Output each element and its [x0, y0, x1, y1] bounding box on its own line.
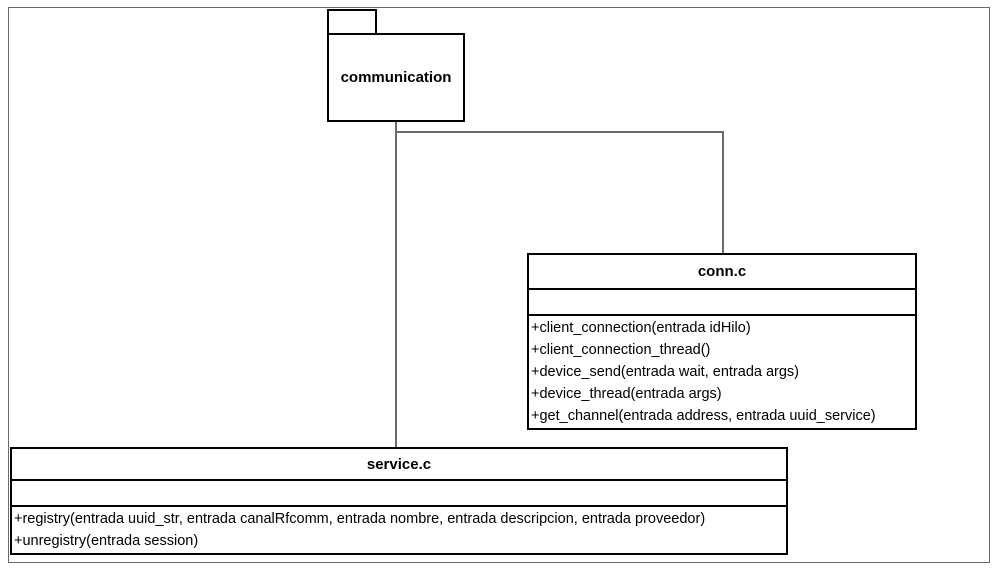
operation-line: +get_channel(entrada address, entrada uu…	[531, 408, 876, 424]
operation-line: +unregistry(entrada session)	[14, 533, 199, 549]
class-operations-service-c: +registry(entrada uuid_str, entrada cana…	[12, 507, 786, 553]
class-name-conn-c: conn.c	[529, 255, 915, 290]
class-attributes-conn-c	[529, 290, 915, 316]
class-attributes-service-c	[12, 481, 786, 507]
operation-line: +client_connection_thread()	[531, 342, 711, 358]
operation-line: +client_connection(entrada idHilo)	[531, 320, 751, 336]
package-tab	[327, 9, 377, 34]
connector-bus-to-conn	[395, 131, 724, 133]
connector-drop-to-service	[395, 131, 397, 448]
class-name-service-c: service.c	[12, 449, 786, 482]
diagram-frame	[8, 7, 990, 563]
class-operations-conn-c: +client_connection(entrada idHilo) +clie…	[529, 316, 915, 428]
package-body: communication	[327, 33, 465, 122]
operation-line: +device_send(entrada wait, entrada args)	[531, 364, 800, 380]
connector-package-stem	[395, 121, 397, 134]
connector-drop-to-conn	[722, 131, 724, 254]
operation-line: +device_thread(entrada args)	[531, 386, 722, 402]
class-box-conn-c[interactable]: conn.c +client_connection(entrada idHilo…	[527, 253, 917, 430]
class-box-service-c[interactable]: service.c +registry(entrada uuid_str, en…	[10, 447, 788, 555]
package-name-label: communication	[340, 68, 452, 86]
operation-line: +registry(entrada uuid_str, entrada cana…	[14, 511, 706, 527]
package-communication[interactable]: communication	[327, 9, 465, 122]
